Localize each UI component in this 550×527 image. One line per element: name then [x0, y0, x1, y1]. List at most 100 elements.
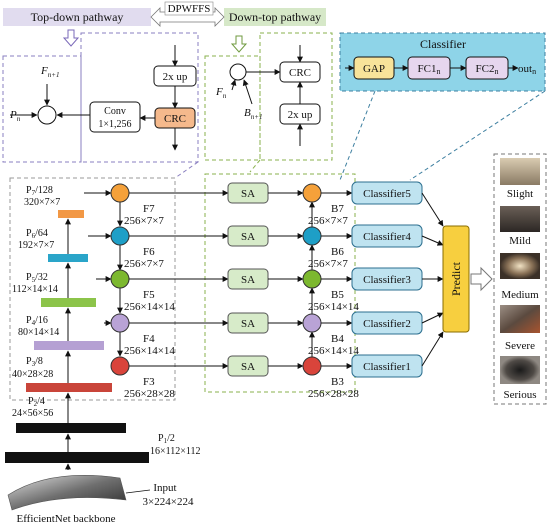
topdown-pathway-tab: [3, 8, 151, 26]
p7-bar: [58, 210, 84, 218]
predict-box: [442, 225, 470, 333]
fc1-label: FC1n: [418, 63, 441, 76]
p2-bar: [16, 423, 126, 433]
downtop-detail-panel: Fn Bn+1 CRC 2x up: [204, 32, 333, 161]
p2-label: P2/4: [28, 396, 45, 408]
b5-node: [302, 269, 322, 289]
serious-image: [500, 356, 540, 384]
backbone-region: [9, 177, 176, 401]
classifier-out-label: outn: [518, 63, 536, 76]
slight-image: [500, 158, 540, 185]
slight-label: Slight: [507, 188, 533, 200]
topdown-crc-label: CRC: [164, 113, 186, 125]
f4-label: F4: [143, 333, 155, 345]
downtop-crc-label: CRC: [289, 67, 311, 79]
output-samples: Slight Mild Medium Severe Serious: [493, 153, 547, 405]
detail-connectors: [174, 90, 546, 181]
b4-label: B4: [331, 333, 344, 345]
downtop-pathway-tab: [224, 8, 326, 26]
medium-label: Medium: [501, 289, 539, 301]
predict-label: Predict: [449, 261, 463, 296]
b5-label: B5: [331, 289, 344, 301]
classifier-detail-panel: Classifier GAP FC1n FC2n outn: [339, 32, 546, 92]
b6-label: B6: [331, 246, 344, 258]
header: Top-down pathway Down-top pathway DPWFFS: [3, 1, 326, 53]
p6-dims: 192×7×7: [18, 240, 54, 251]
downtop-2xup-label: 2x up: [288, 109, 313, 121]
p1-label: P1/2: [158, 433, 175, 445]
b7-node: [302, 183, 322, 203]
p5-dims: 112×14×14: [12, 284, 58, 295]
classifier2-label: Classifier2: [363, 318, 411, 330]
p3-label: P3/8: [26, 356, 43, 368]
downtop-pathway-label: Down-top pathway: [229, 10, 321, 24]
medium-image: [500, 253, 540, 279]
downtop-merge-node: [229, 63, 247, 81]
classifier-column: Classifier5 Classifier4 Classifier3 Clas…: [351, 181, 444, 378]
classifier3-label: Classifier3: [363, 274, 411, 286]
f3-label: F3: [143, 376, 155, 388]
sa-label-7: SA: [241, 188, 255, 200]
input-image: Input 3×224×224 EfficientNet backbone: [7, 474, 194, 525]
p7-dims: 320×7×7: [24, 197, 60, 208]
sa-label-4: SA: [241, 318, 255, 330]
topdown-pathway-label: Top-down pathway: [31, 10, 124, 24]
p5-label: P5/32: [26, 272, 48, 284]
p6-label: P6/64: [26, 228, 48, 240]
mild-label: Mild: [509, 235, 531, 247]
predict-output-arrow-icon: [470, 266, 493, 292]
b6-dims: 256×7×7: [308, 258, 348, 270]
f5-label: F5: [143, 289, 155, 301]
p4-dims: 80×14×14: [18, 327, 59, 338]
f4-node: [110, 313, 130, 333]
classifier-title: Classifier: [420, 37, 466, 51]
b4-dims: 256×14×14: [308, 345, 359, 357]
gap-label: GAP: [363, 63, 385, 75]
p3-bar: [26, 383, 112, 392]
b7-dims: 256×7×7: [308, 215, 348, 227]
b7-label: B7: [331, 203, 344, 215]
conv-label-1: Conv: [104, 106, 126, 117]
dpwffs-box: [164, 1, 214, 16]
topdown-2xup-label: 2x up: [163, 71, 188, 83]
pyramid-bars: [5, 210, 149, 463]
p3-dims: 40×28×28: [12, 369, 53, 380]
downtop-column: B7 256×7×7 B6 256×7×7 B5 256×14×14 B4 25…: [302, 183, 359, 400]
p4-bar: [34, 341, 104, 350]
input-label: Input: [153, 482, 176, 494]
topdown-column: F7 256×7×7 F6 256×7×7 F5 256×14×14 F4 25…: [84, 183, 175, 400]
f5-dims: 256×14×14: [124, 301, 175, 313]
backbone-label: EfficientNet backbone: [16, 513, 115, 525]
f5-node: [110, 269, 130, 289]
sa-label-5: SA: [241, 274, 255, 286]
topdown-fin-label: Fn+1: [40, 65, 59, 79]
topdown-pin-label: Pn: [9, 109, 21, 123]
b5-dims: 256×14×14: [308, 301, 359, 313]
conv-label-2: 1×1,256: [98, 119, 131, 130]
fc2-label: FC2n: [476, 63, 499, 76]
b4-node: [302, 313, 322, 333]
sa-label-6: SA: [241, 231, 255, 243]
b6-node: [302, 226, 322, 246]
p6-bar: [48, 254, 88, 262]
f6-node: [110, 226, 130, 246]
b3-dims: 256×28×28: [308, 388, 359, 400]
topdown-merge-node: [37, 105, 57, 125]
predict-block: Predict: [442, 225, 493, 333]
p1-dims: 16×112×112: [150, 446, 201, 457]
severe-label: Severe: [505, 340, 535, 352]
downtop-down-arrow-icon: [230, 35, 248, 53]
sa-column: SA SA SA SA SA: [129, 182, 304, 377]
f6-dims: 256×7×7: [124, 258, 164, 270]
severe-image: [500, 305, 540, 333]
b3-node: [302, 356, 322, 376]
f7-dims: 256×7×7: [124, 215, 164, 227]
f3-node: [110, 356, 130, 376]
classifier1-label: Classifier1: [363, 361, 411, 373]
topdown-down-arrow-icon: [62, 29, 80, 47]
classifier4-label: Classifier4: [363, 231, 411, 243]
serious-label: Serious: [504, 389, 537, 401]
b3-label: B3: [331, 376, 344, 388]
dpwffs-label: DPWFFS: [168, 3, 211, 15]
